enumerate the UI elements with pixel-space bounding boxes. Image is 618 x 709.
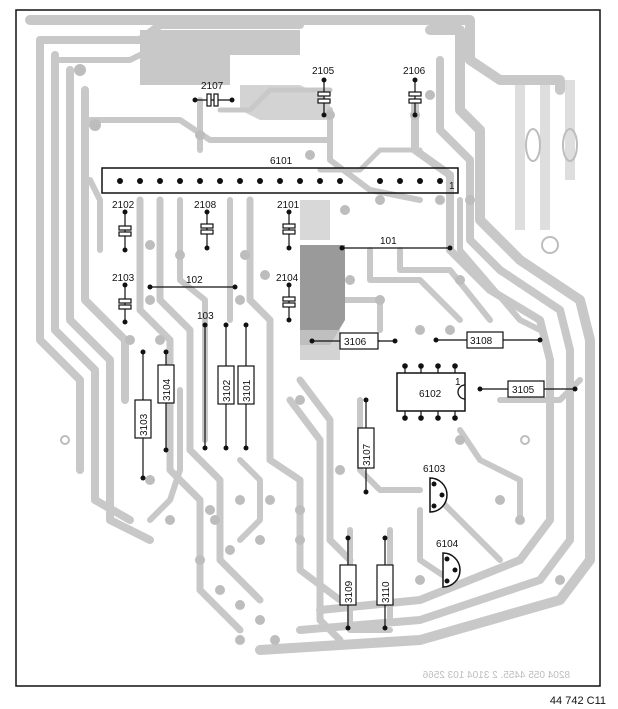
- transistor-label: 6104: [436, 539, 459, 550]
- resistor-label: 3103: [139, 413, 150, 436]
- resistor-label: 3109: [344, 580, 355, 603]
- resistor-label: 3105: [512, 385, 535, 396]
- resistor-label: 3107: [362, 443, 373, 466]
- capacitor-2104: 2104: [276, 273, 299, 323]
- capacitor-2103: 2103: [112, 273, 135, 325]
- jumper-103: 103: [197, 311, 214, 451]
- connector-pin1-label: 1: [449, 181, 455, 192]
- transistor-6103: 6103: [423, 464, 448, 513]
- connector-pins: [117, 178, 443, 184]
- connector-body: [101, 167, 459, 194]
- resistor-3101: 3101: [237, 322, 255, 451]
- capacitor-label: 2102: [112, 200, 135, 211]
- resistor-3107: 3107: [357, 397, 375, 495]
- resistor-3104: 3104: [157, 349, 175, 453]
- transistor-6104: 6104: [436, 539, 461, 588]
- capacitor-label: 2106: [403, 66, 426, 77]
- connector-6101: 6101 1: [101, 156, 459, 194]
- transistor-label: 6103: [423, 464, 446, 475]
- jumper-102: 102: [147, 275, 238, 290]
- mounting-hole: [541, 236, 559, 254]
- resistor-3109: 3109: [339, 535, 357, 631]
- ic-label: 6102: [419, 389, 442, 400]
- capacitor-2102: 2102: [112, 200, 135, 253]
- copper-traces: [25, 15, 595, 655]
- resistor-3106: 3106: [309, 332, 398, 350]
- resistor-3108: 3108: [433, 331, 543, 349]
- ic-body: [396, 372, 466, 412]
- mirrored-board-text: 8204 055 4455. 2 3104 103 2566: [422, 670, 570, 681]
- copper-pours: [140, 30, 575, 360]
- capacitor-label: 2108: [194, 200, 217, 211]
- ic-6102: 6102 1: [396, 363, 466, 421]
- jumper-101: 101: [339, 236, 453, 251]
- resistor-3105: 3105: [477, 380, 578, 398]
- jumper-label: 103: [197, 311, 214, 322]
- resistor-label: 3106: [344, 337, 367, 348]
- mounting-holes: [60, 128, 578, 445]
- capacitor-2101: 2101: [277, 200, 300, 251]
- board-outline: [15, 9, 601, 687]
- resistor-3103: 3103: [134, 349, 152, 481]
- capacitor-label: 2107: [201, 81, 224, 92]
- resistor-label: 3108: [470, 336, 493, 347]
- resistor-3110: 3110: [376, 535, 394, 631]
- resistor-3102: 3102: [217, 322, 235, 451]
- mounting-hole: [520, 435, 530, 445]
- capacitor-label: 2103: [112, 273, 135, 284]
- solder-pads: [74, 64, 565, 645]
- mounting-slot: [562, 128, 578, 162]
- capacitor-label: 2105: [312, 66, 335, 77]
- capacitor-2108: 2108: [194, 200, 217, 251]
- resistor-label: 3104: [162, 378, 173, 401]
- connector-label: 6101: [270, 156, 293, 167]
- resistor-label: 3102: [222, 379, 233, 402]
- mounting-hole: [60, 435, 70, 445]
- mounting-slot: [525, 128, 541, 162]
- resistor-label: 3110: [381, 581, 392, 603]
- capacitor-2106: 2106: [403, 66, 426, 118]
- resistor-label: 3101: [242, 379, 253, 402]
- capacitor-label: 2104: [276, 273, 299, 284]
- jumper-label: 101: [380, 236, 397, 247]
- capacitor-label: 2101: [277, 200, 300, 211]
- capacitor-2107: 2107: [192, 81, 235, 107]
- ic-pin1-label: 1: [455, 377, 461, 388]
- capacitor-2105: 2105: [312, 66, 335, 118]
- drawing-reference: 44 742 C11: [549, 695, 606, 707]
- jumper-label: 102: [186, 275, 203, 286]
